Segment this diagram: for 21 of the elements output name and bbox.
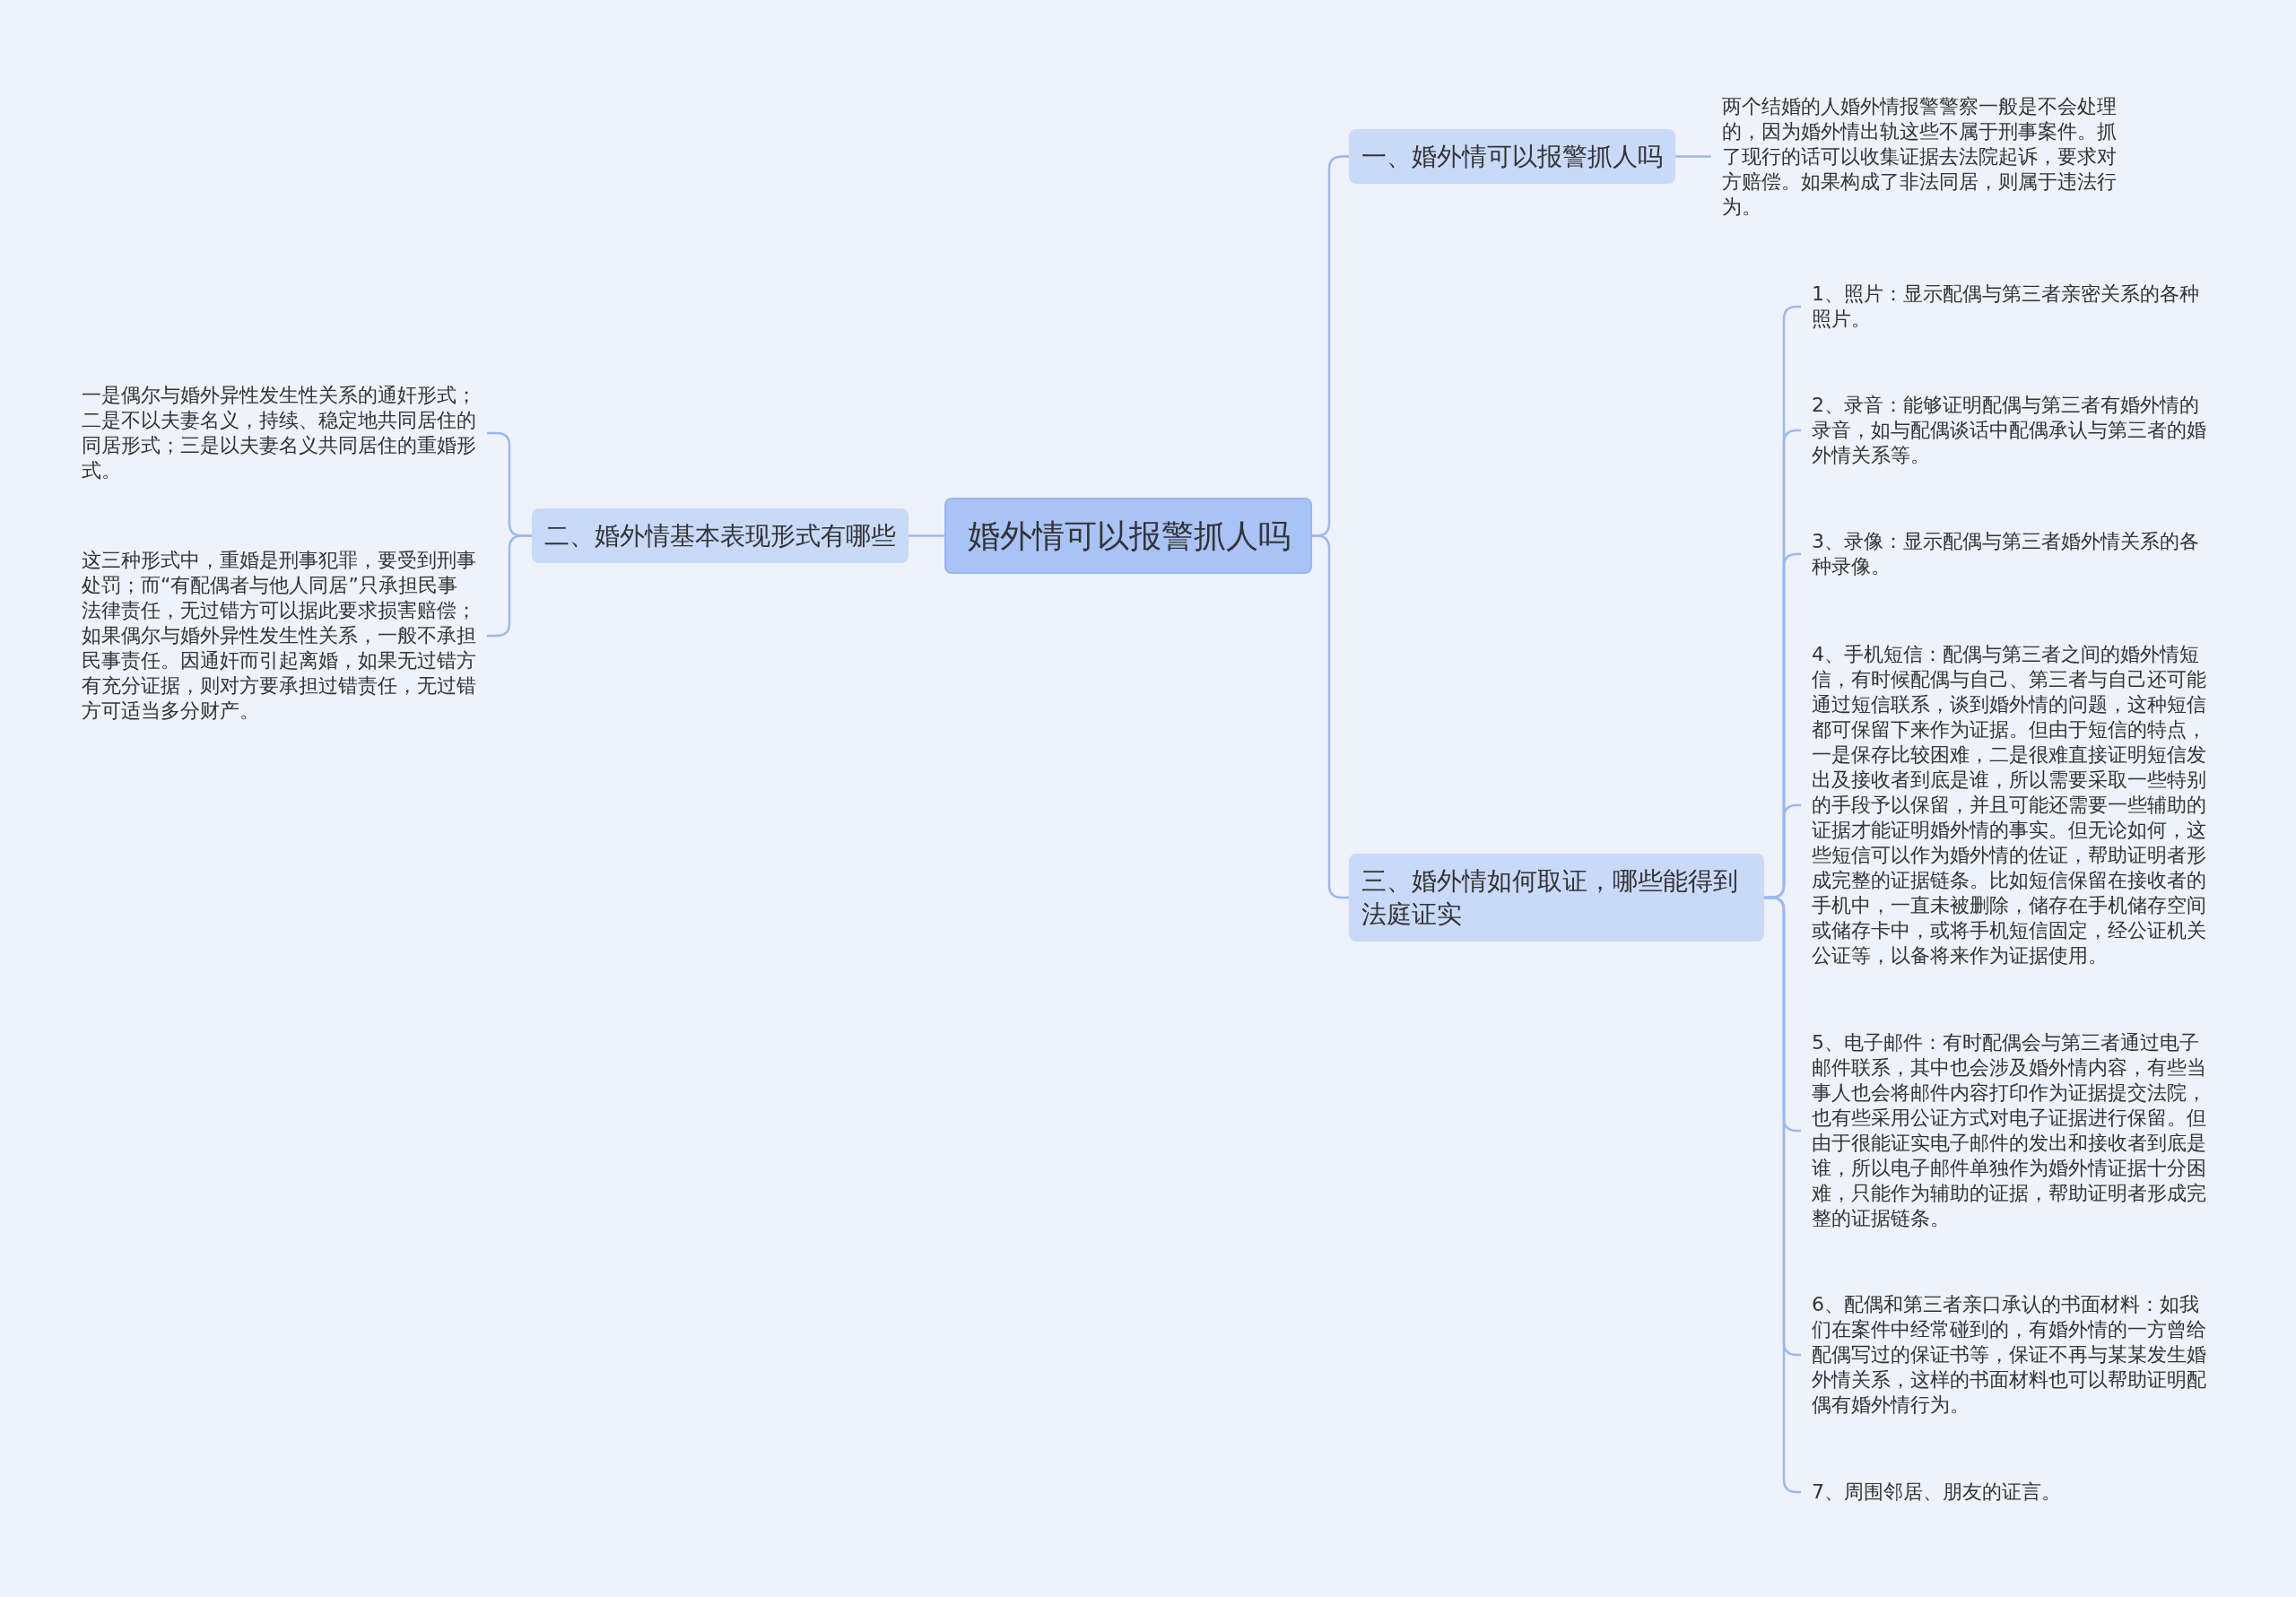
note-text: 一是偶尔与婚外异性发生性关系的通奸形式；二是不以夫妻名义，持续、稳定地共同居住的同居形式；三是以夫妻名义共同居住的重婚形式。 bbox=[82, 383, 487, 483]
note-text: 1、照片：显示配偶与第三者亲密关系的各种照片。 bbox=[1801, 282, 2206, 332]
note-text: 两个结婚的人婚外情报警警察一般是不会处理的，因为婚外情出轨这些不属于刑事案件。抓了现行的话可以收集证据去法院起诉，要求对方赔偿。如果构成了非法同居，则属于违法行为。 bbox=[1711, 94, 2117, 220]
connector-line bbox=[909, 534, 944, 537]
connector-line bbox=[1675, 155, 1711, 158]
topic-label: 一、婚外情可以报警抓人吗 bbox=[1361, 141, 1663, 173]
note-text: 2、录音：能够证明配偶与第三者有婚外情的录音，如与配偶谈话中配偶承认与第三者的婚外情关系等。 bbox=[1801, 393, 2206, 468]
topic-box bbox=[1349, 129, 1675, 184]
topic-label: 二、婚外情基本表现形式有哪些 bbox=[544, 520, 896, 552]
note-text: 5、电子邮件：有时配偶会与第三者通过电子邮件联系，其中也会涉及婚外情内容，有些当事人也会将邮件内容打印作为证据提交法院，也有些采用公证方式对电子证据进行保留。但由于很能证实电子邮件的发出和接收者到底是谁，所以电子邮件单独作为婚外情证据十分困难，只能作为辅助的证据，帮助证明者形成完整的证据链条。 bbox=[1801, 1030, 2206, 1231]
topic-label: 婚外情可以报警抓人吗 bbox=[968, 516, 1289, 556]
note-text: 3、录像：显示配偶与第三者婚外情关系的各种录像。 bbox=[1801, 529, 2206, 579]
topic-label: 三、婚外情如何取证，哪些能得到法庭证实 bbox=[1361, 865, 1739, 931]
connector-line bbox=[1312, 534, 1349, 899]
note-text: 4、手机短信：配偶与第三者之间的婚外情短信，有时候配偶与自己、第三者与自己还可能通过短信联系，谈到婚外情的问题，这种短信都可保留下来作为证据。但由于短信的特点，一是保存比较困难，二是很难直接证明短信发出及接收者到底是谁，所以需要采取一些特别的手段予以保留，并且可能还需要一些辅助的证据才能证明婚外情的事实。但无论如何，这些短信可以作为婚外情的佐证，帮助证明者形成完整的证据链条。比如短信保留在接收者的手机中，一直未被删除，储存在手机储存空间或储存卡中，或将手机短信固定，经公证机关公证等，以备将来作为证据使用。 bbox=[1801, 642, 2206, 968]
note-text: 6、配偶和第三者亲口承认的书面材料：如我们在案件中经常碰到的，有婚外情的一方曾给配偶写过的保证书等，保证不再与某某发生婚外情关系，这样的书面材料也可以帮助证明配偶有婚外情行为。 bbox=[1801, 1292, 2206, 1418]
note-text: 7、周围邻居、朋友的证言。 bbox=[1801, 1480, 2206, 1505]
topic-box bbox=[1349, 854, 1764, 942]
note-text: 这三种形式中，重婚是刑事犯罪，要受到刑事处罚；而“有配偶者与他人同居”只承担民事法律责任，无过错方可以据此要求损害赔偿；如果偶尔与婚外异性发生性关系，一般不承担民事责任。因通奸而引起离婚，如果无过错方有充分证据，则对方要承担过错责任，无过错方可适当多分财产。 bbox=[82, 548, 487, 724]
central-topic-box bbox=[944, 498, 1312, 574]
topic-box bbox=[532, 508, 909, 563]
